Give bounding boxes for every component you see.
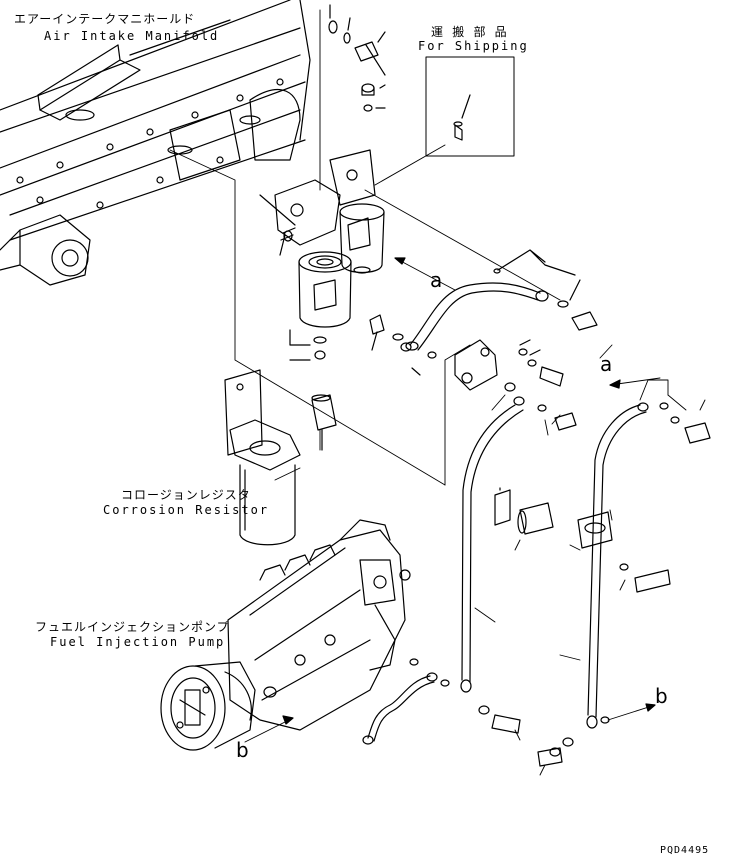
top-fasteners: [329, 5, 385, 111]
fuel-injection-pump-label-en: Fuel Injection Pump: [50, 635, 226, 649]
corrosion-resistor: [225, 370, 336, 545]
fuel-injection-pump: [161, 520, 410, 750]
corrosion-leader: [275, 468, 300, 480]
ref-a-right: a: [600, 352, 613, 376]
for-shipping-label-en: For Shipping: [418, 39, 529, 53]
fuel-filter-assembly: [260, 150, 384, 360]
reference-arrows: [245, 258, 660, 742]
drawing-code: PQD4495: [660, 845, 710, 856]
air-intake-manifold-label-en: Air Intake Manifold: [44, 29, 220, 43]
ref-a-left: a: [430, 268, 443, 292]
for-shipping-label-jp: 運 搬 部 品: [431, 25, 508, 39]
ref-b-left: b: [236, 738, 249, 762]
fuel-injection-pump-label-jp: フュエルインジェクションポンプ: [35, 620, 230, 634]
routing-lines: [170, 10, 560, 485]
leader-lines: [320, 345, 705, 775]
ref-b-right: b: [655, 684, 668, 708]
fuel-hose-upper: [406, 250, 597, 350]
corrosion-resistor-label-en: Corrosion Resistor: [103, 503, 270, 517]
lower-fasteners: [363, 403, 710, 766]
middle-fittings: [370, 315, 563, 391]
fuel-tubes: [461, 397, 648, 728]
corrosion-resistor-label-jp: コロージョンレジスタ: [121, 488, 251, 502]
air-intake-manifold: [0, 0, 310, 285]
air-intake-manifold-label-jp: エアーインテークマニホールド: [14, 12, 196, 26]
for-shipping-box: [426, 57, 514, 156]
